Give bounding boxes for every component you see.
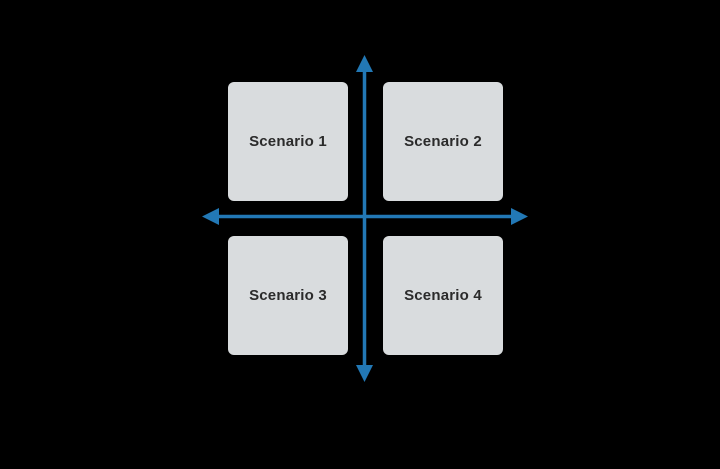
quadrant-label: Scenario 1 xyxy=(249,133,327,150)
arrowhead-up-icon xyxy=(356,55,373,72)
arrowhead-down-icon xyxy=(356,365,373,382)
quadrant-label: Scenario 3 xyxy=(249,287,327,304)
quadrant-box-scenario-3: Scenario 3 xyxy=(228,236,348,355)
quadrant-box-scenario-4: Scenario 4 xyxy=(383,236,503,355)
quadrant-box-scenario-1: Scenario 1 xyxy=(228,82,348,201)
quadrant-box-scenario-2: Scenario 2 xyxy=(383,82,503,201)
quadrant-label: Scenario 2 xyxy=(404,133,482,150)
arrowhead-right-icon xyxy=(511,208,528,225)
quadrant-label: Scenario 4 xyxy=(404,287,482,304)
arrowhead-left-icon xyxy=(202,208,219,225)
